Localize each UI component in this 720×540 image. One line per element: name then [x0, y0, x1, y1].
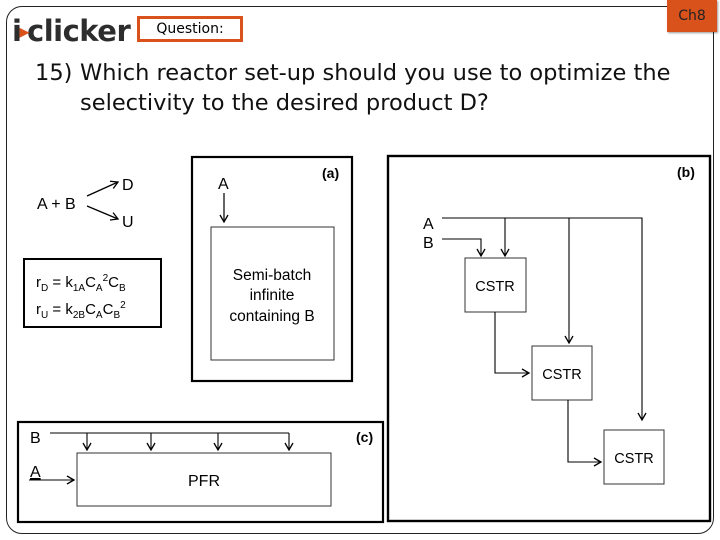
question-text: 15) Which reactor set-up should you use t… [35, 58, 670, 118]
semi-batch-line-2: infinite [250, 287, 295, 304]
rate-law-ru: rU = k2BCACB2 [36, 300, 126, 321]
question-line-1: Which reactor set-up should you use to o… [80, 60, 671, 86]
option-c-feed-b-label: B [30, 430, 41, 447]
logo-text: clicker [27, 14, 131, 48]
option-c-panel[interactable]: (c) B A PFR [16, 420, 385, 524]
cstr-2 [531, 345, 593, 401]
pfr-reactor [76, 452, 332, 507]
product-d-label: D [122, 177, 134, 194]
question-badge: Question: [137, 16, 243, 42]
question-line-2: selectivity to the desired product D? [80, 90, 489, 116]
option-c-label: (c) [356, 429, 373, 445]
option-a-panel[interactable]: (a) A Semi-batch infinite containing B [190, 155, 354, 383]
logo-prefix: i [12, 14, 22, 48]
option-a-feed-label: A [218, 176, 229, 193]
semi-batch-line-1: Semi-batch [233, 267, 311, 284]
arrow-to-d [86, 180, 120, 197]
rate-laws-box: rD = k1ACA2CB rU = k2BCACB2 [23, 258, 162, 328]
iclicker-logo: i▸clicker [12, 14, 131, 48]
cstr-1-to-cstr-2 [494, 312, 531, 378]
cstr-3-label: CSTR [614, 451, 653, 467]
option-c-feed-a-label: A [30, 464, 41, 481]
option-b-label: (b) [677, 164, 695, 180]
question-number: 15) [35, 60, 73, 86]
option-b-feed-b-label: B [423, 235, 434, 252]
play-triangle-icon: ▸ [19, 19, 29, 43]
feed-b-to-cstr-1 [442, 238, 486, 258]
reaction-scheme: A + B D U [37, 177, 134, 231]
option-b-panel[interactable]: (b) A B CSTR CSTR CSTR [386, 154, 712, 523]
slide-frame [6, 6, 714, 534]
cstr-1-label: CSTR [475, 279, 514, 295]
semi-batch-reactor [210, 226, 335, 361]
cstr-2-label: CSTR [542, 367, 581, 383]
feed-a-line-to-cstr-3 [442, 217, 647, 422]
arrow-to-u [86, 205, 120, 221]
reactants-label: A + B [37, 196, 76, 213]
option-a-label: (a) [322, 165, 339, 181]
product-u-label: U [122, 214, 134, 231]
rate-law-rd: rD = k1ACA2CB [36, 273, 126, 294]
cstr-2-to-cstr-3 [567, 400, 603, 467]
chapter-tab: Ch8 [667, 0, 717, 32]
option-b-feed-a-label: A [423, 216, 434, 233]
pfr-label: PFR [188, 473, 220, 490]
semi-batch-line-3: containing B [229, 308, 314, 325]
cstr-3 [603, 429, 665, 485]
